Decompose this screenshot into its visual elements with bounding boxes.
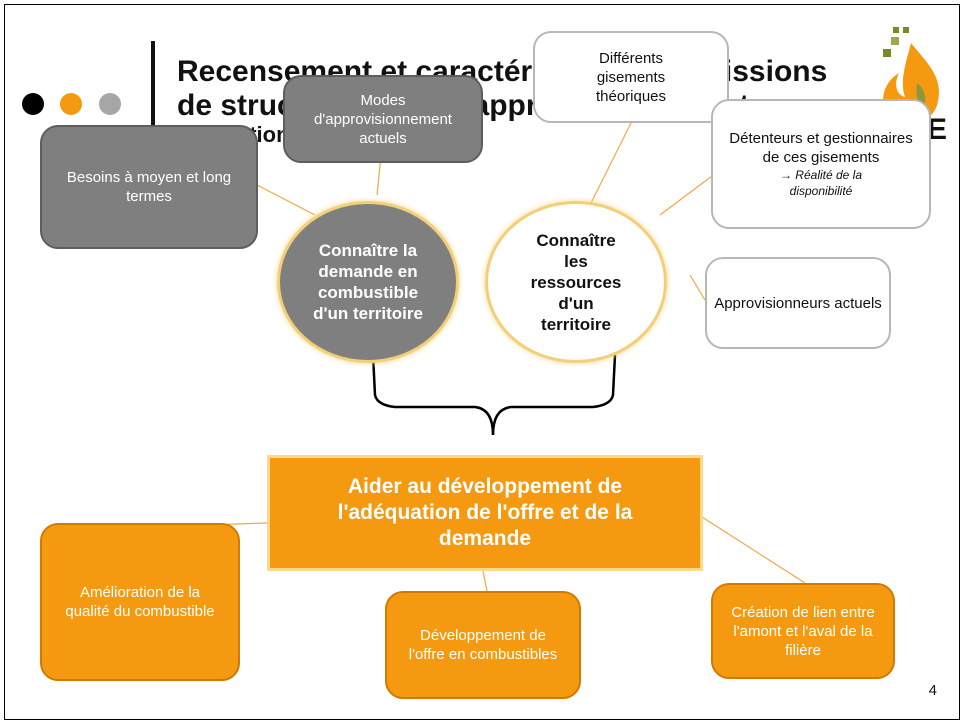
node-approvisionneurs-label: Approvisionneurs actuels: [714, 294, 882, 312]
curly-brace: [371, 354, 617, 436]
slide: Recensement et caractérisation des missi…: [4, 4, 960, 720]
logo-letter: E: [927, 113, 948, 146]
node-developpement: Développement de l'offre en combustibles: [385, 591, 581, 699]
page-number: 4: [928, 682, 937, 699]
node-differents-gisements-label: Différents gisements théoriques: [595, 49, 667, 105]
node-detenteurs: Détenteurs et gestionnaires de ces gisem…: [711, 99, 931, 229]
node-developpement-label: Développement de l'offre en combustibles: [408, 627, 558, 663]
node-detenteurs-note: → Réalité de la disponibilité: [779, 168, 863, 198]
node-creation-label: Création de lien entre l'amont et l'aval…: [731, 603, 875, 659]
ellipse-connaitre-ressources: Connaître les ressources d'un territoire: [485, 201, 667, 363]
node-creation: Création de lien entre l'amont et l'aval…: [711, 583, 895, 679]
gray-dot-icon: [99, 93, 121, 115]
black-dot-icon: [22, 93, 44, 115]
node-amelioration: Amélioration de la qualité du combustibl…: [40, 523, 240, 681]
ellipse-connaitre-ressources-label: Connaître les ressources d'un territoire: [530, 230, 622, 334]
ellipse-connaitre-demande: Connaître la demande en combustible d'un…: [277, 201, 459, 363]
node-aider-label: Aider au développement de l'adéquation d…: [337, 475, 633, 550]
node-modes-actuels-label: Modes d'approvisionnement actuels: [314, 91, 452, 147]
node-detenteurs-label: Détenteurs et gestionnaires de ces gisem…: [729, 130, 913, 166]
connector-lines: [204, 114, 806, 592]
ellipse-connaitre-demande-label: Connaître la demande en combustible d'un…: [313, 241, 423, 323]
node-differents-gisements: Différents gisements théoriques: [533, 31, 729, 123]
node-aider: Aider au développement de l'adéquation d…: [267, 455, 703, 571]
title-divider: [151, 41, 155, 163]
node-besoins: Besoins à moyen et long termes: [40, 125, 258, 249]
node-modes-actuels: Modes d'approvisionnement actuels: [283, 75, 483, 163]
node-amelioration-label: Amélioration de la qualité du combustibl…: [65, 584, 215, 620]
orange-dot-icon: [60, 93, 82, 115]
node-besoins-label: Besoins à moyen et long termes: [66, 169, 232, 205]
node-approvisionneurs: Approvisionneurs actuels: [705, 257, 891, 349]
